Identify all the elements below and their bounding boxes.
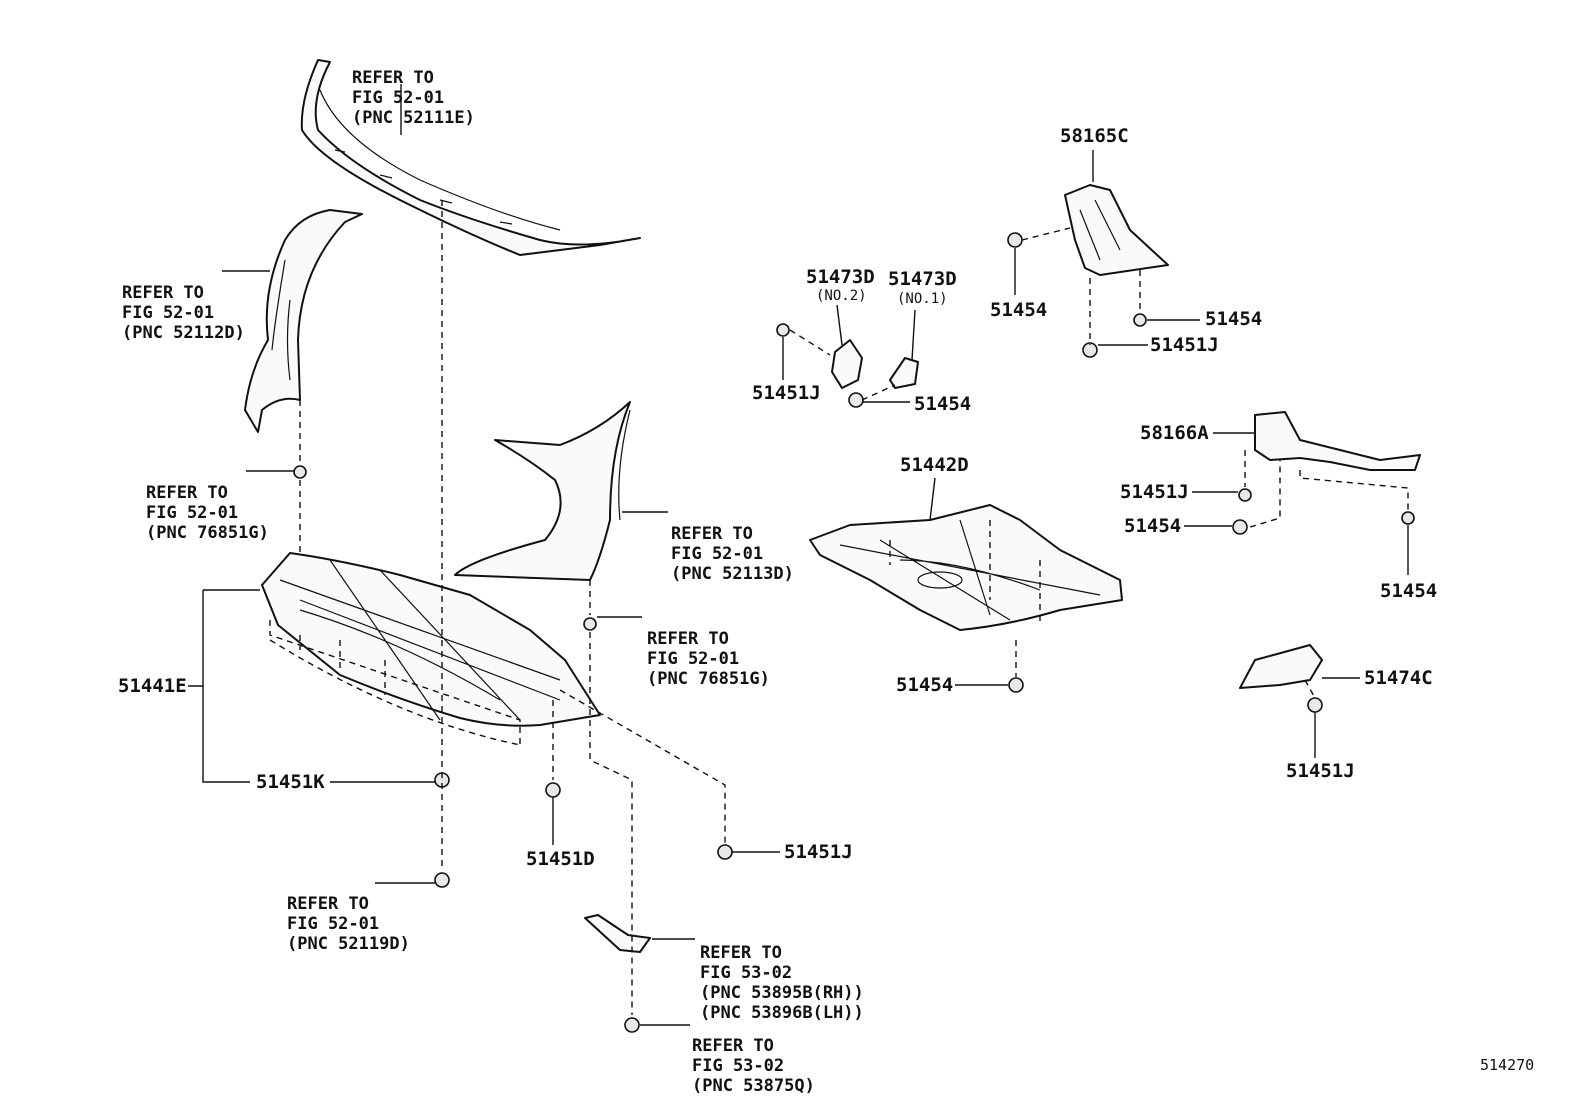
part-51473d-no2-sub: (NO.2) xyxy=(816,288,867,304)
part-51441e: 51441E xyxy=(118,675,187,697)
part-51451k: 51451K xyxy=(256,771,325,793)
part-51451j-b: 51451J xyxy=(752,382,821,404)
bracket-58165c-part xyxy=(1064,184,1169,276)
bumper-cover-part xyxy=(300,59,641,256)
part-51451j-e: 51451J xyxy=(784,841,853,863)
part-51454-d: 51454 xyxy=(1124,515,1182,537)
part-51473d-no1-sub: (NO.1) xyxy=(897,291,948,307)
part-58166a: 58166A xyxy=(1140,422,1209,444)
part-51451j-c: 51451J xyxy=(1120,481,1189,503)
fender-liner-part xyxy=(244,209,363,433)
leader-lines xyxy=(188,84,1409,1026)
under-cover-rear-part xyxy=(809,504,1123,631)
figure-number: 514270 xyxy=(1480,1056,1535,1074)
part-51454-e: 51454 xyxy=(1380,580,1438,602)
part-51474c: 51474C xyxy=(1364,667,1433,689)
bracket-51473d-no1-part xyxy=(889,357,919,389)
splash-shield-part xyxy=(454,401,631,581)
bracket-51473d-no2-part xyxy=(831,339,863,389)
part-51451j-d: 51451J xyxy=(1286,760,1355,782)
bracket-51474c-part xyxy=(1239,644,1323,689)
part-51454-c: 51454 xyxy=(914,393,972,415)
part-51442d: 51442D xyxy=(900,454,969,476)
under-cover-front-part xyxy=(261,552,601,727)
bracket-58166a-part xyxy=(1254,411,1421,471)
part-51473d-no2: 51473D xyxy=(806,266,875,288)
part-51454-f: 51454 xyxy=(896,674,954,696)
part-51454-a: 51454 xyxy=(990,299,1048,321)
part-51454-b: 51454 xyxy=(1205,308,1263,330)
part-51451d: 51451D xyxy=(526,848,595,870)
deflector-part xyxy=(584,914,651,953)
part-58165c: 58165C xyxy=(1060,125,1129,147)
assembly-lines xyxy=(269,200,1409,1015)
part-51451j-a: 51451J xyxy=(1150,334,1219,356)
part-51473d-no1: 51473D xyxy=(888,268,957,290)
